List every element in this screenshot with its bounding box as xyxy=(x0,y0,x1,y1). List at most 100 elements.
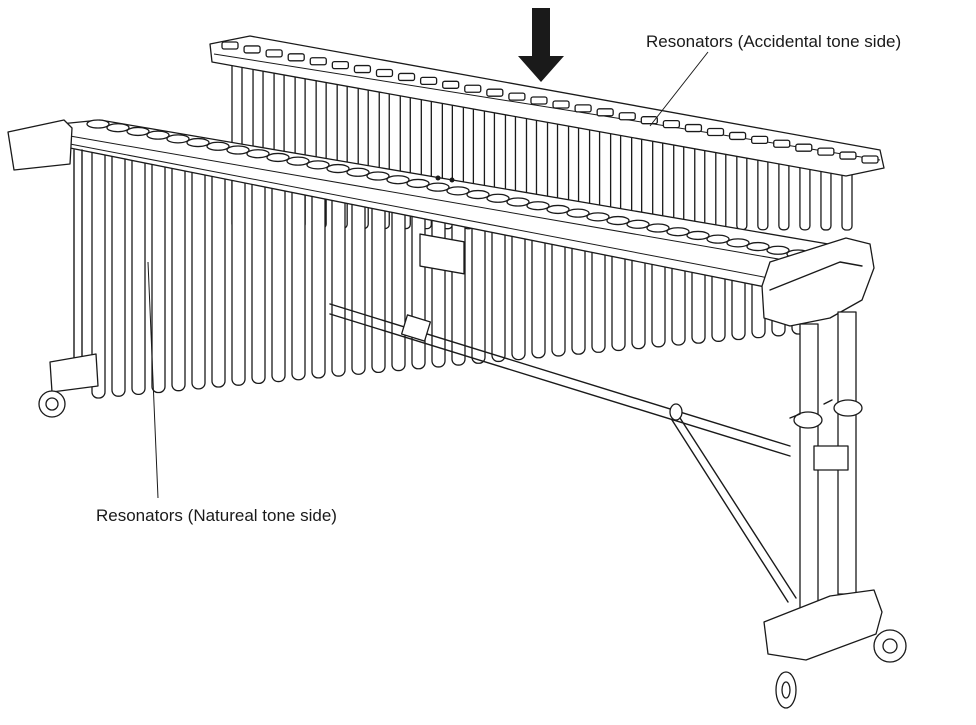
accidental-resonator-tube xyxy=(841,169,853,231)
accidental-leader-line xyxy=(649,51,709,127)
accidental-tone-bar xyxy=(662,119,681,129)
right-base xyxy=(763,589,907,709)
natural-tone-bar xyxy=(666,227,690,237)
accidental-resonator-tube xyxy=(694,142,706,231)
natural-resonator-tube xyxy=(171,156,186,392)
natural-tone-bar xyxy=(766,245,790,255)
natural-tone-bar xyxy=(126,126,150,137)
left-end-frame xyxy=(7,119,99,418)
accidental-tone-bar xyxy=(331,61,349,70)
natural-tone-bar xyxy=(346,167,370,177)
natural-tone-bar xyxy=(406,178,430,189)
natural-resonator-tube xyxy=(151,153,166,394)
accidental-tone-bar xyxy=(243,45,261,54)
natural-resonator-tube xyxy=(351,191,366,375)
natural-tone-bar xyxy=(726,238,750,248)
accidental-tone-bar xyxy=(839,151,857,160)
crossbar xyxy=(329,303,791,457)
natural-resonator-tube xyxy=(231,168,246,386)
accidental-tone-bar xyxy=(618,112,636,121)
natural-tone-bar xyxy=(586,212,610,222)
natural-resonator-tube xyxy=(371,195,386,374)
accidental-tone-bar xyxy=(419,76,438,86)
accidental-resonator-tube xyxy=(778,157,790,231)
down-arrow-icon xyxy=(518,8,564,82)
diagonal-brace xyxy=(671,417,797,603)
natural-tone-bar xyxy=(486,193,510,203)
natural-resonator-tube xyxy=(551,230,566,357)
natural-resonator-tube xyxy=(411,203,426,370)
natural-tone-bar xyxy=(606,215,630,226)
natural-tone-bar xyxy=(446,186,470,196)
natural-resonator-tube xyxy=(111,145,126,397)
natural-tone-bar xyxy=(566,208,590,218)
natural-leader-line xyxy=(147,261,159,499)
natural-tone-bar xyxy=(426,182,450,192)
natural-tone-bar xyxy=(386,175,410,185)
natural-tone-bar xyxy=(706,234,730,244)
accidental-resonators-label: Resonators (Accidental tone side) xyxy=(646,32,902,51)
natural-resonator-tube xyxy=(251,172,266,385)
natural-resonator-tube xyxy=(591,238,606,353)
accidental-tone-bar xyxy=(265,49,283,58)
natural-tone-bar xyxy=(626,219,650,229)
accidental-resonator-tube xyxy=(736,150,748,231)
accidental-tone-bar xyxy=(817,147,835,156)
natural-tone-bar xyxy=(686,230,710,241)
natural-resonator-tube xyxy=(531,226,546,359)
accidental-tone-bar xyxy=(221,41,239,50)
accidental-tone-bar xyxy=(574,104,592,113)
natural-resonator-tube xyxy=(491,219,506,363)
natural-tone-bar xyxy=(506,197,530,207)
natural-resonator-tube xyxy=(331,187,346,377)
natural-resonator-tube xyxy=(511,222,526,361)
accidental-tone-bar xyxy=(530,96,548,105)
natural-tone-bars xyxy=(86,119,810,259)
accidental-resonator-tube xyxy=(799,161,811,231)
accidental-tone-bar xyxy=(309,57,327,66)
natural-resonator-tube xyxy=(191,160,206,390)
accidental-tone-bar xyxy=(486,88,504,97)
accidental-resonator-tube xyxy=(715,146,727,231)
natural-resonator-tube xyxy=(311,184,326,379)
natural-tone-bar xyxy=(246,149,270,159)
accidental-tone-bars xyxy=(221,41,879,164)
accidental-resonator-tube xyxy=(757,153,769,231)
natural-resonator-tube xyxy=(391,199,406,372)
accidental-tone-bar xyxy=(397,72,416,82)
natural-resonator-tube xyxy=(131,149,146,395)
natural-tone-bar xyxy=(106,123,130,133)
accidental-tone-bar xyxy=(728,131,747,141)
natural-tone-bar xyxy=(206,141,230,151)
natural-tone-bar xyxy=(186,137,210,148)
natural-tone-bar xyxy=(466,189,490,200)
natural-tone-bar xyxy=(146,130,170,140)
accidental-tone-bar xyxy=(375,68,394,78)
natural-tone-bar xyxy=(326,163,350,174)
accidental-resonator-tube xyxy=(820,165,832,231)
natural-tone-bar xyxy=(86,119,110,129)
accidental-tone-bar xyxy=(684,123,703,133)
natural-tone-bar xyxy=(266,152,290,163)
accidental-resonator-tube xyxy=(673,138,685,231)
natural-tone-bar xyxy=(546,204,570,215)
natural-tone-bar xyxy=(226,145,250,155)
natural-resonator-tube xyxy=(291,180,306,381)
natural-resonator-tube xyxy=(211,164,226,388)
accidental-tone-bar xyxy=(751,135,769,144)
accidental-tone-bar xyxy=(353,64,372,74)
accidental-tone-bar xyxy=(287,53,305,62)
natural-resonator-tube xyxy=(271,176,286,383)
accidental-tone-bar xyxy=(795,143,813,152)
accidental-tone-bar xyxy=(773,139,791,148)
accidental-tone-bar xyxy=(706,127,725,137)
natural-resonator-tube xyxy=(431,207,446,368)
natural-tone-bar xyxy=(366,171,390,181)
accidental-tone-bar xyxy=(508,92,526,101)
natural-tone-bar xyxy=(526,201,550,211)
natural-resonators-label: Resonators (Natureal tone side) xyxy=(96,506,337,525)
accidental-tone-bar xyxy=(596,108,614,117)
natural-resonator-tube xyxy=(471,215,486,364)
natural-tone-bar xyxy=(286,156,310,166)
